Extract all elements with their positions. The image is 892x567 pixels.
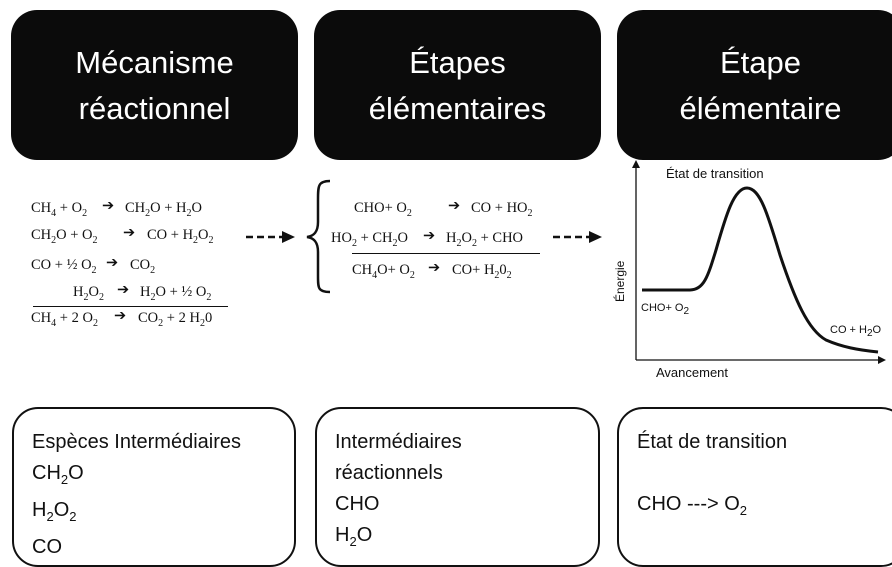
y-axis-label: Énergie bbox=[612, 260, 627, 302]
box-line: H2O bbox=[335, 524, 373, 549]
y-axis-arrow-icon bbox=[632, 160, 640, 168]
box-line: Espèces Intermédiaires bbox=[32, 431, 241, 453]
box-line: CO bbox=[32, 536, 62, 558]
step-total-rhs: CO+ H202 bbox=[452, 262, 512, 281]
mech-eq2-lhs: CH2O + O2 bbox=[31, 227, 98, 246]
box-transition-state: État de transition CHO ---> O2 bbox=[617, 407, 892, 567]
arrow-icon: ➔ bbox=[114, 308, 127, 324]
arrow-icon: ➔ bbox=[106, 255, 119, 271]
mech-eq4-rhs: H2O + ½ O2 bbox=[140, 284, 212, 303]
mech-total-rhs: CO2 + 2 H20 bbox=[138, 310, 213, 329]
mech-eq2-rhs: CO + H2O2 bbox=[147, 227, 214, 246]
box-line: Intermédiaires bbox=[335, 431, 462, 453]
mech-eq3-lhs: CO + ½ O2 bbox=[31, 257, 97, 276]
box-line: réactionnels bbox=[335, 462, 443, 484]
header-etapes: Étapes élémentaires bbox=[314, 10, 601, 160]
step-eq2-lhs: HO2 + CH2O bbox=[331, 230, 409, 249]
mech-eq3-rhs: CO2 bbox=[130, 257, 156, 276]
header-etape: Étape élémentaire bbox=[617, 10, 892, 160]
x-axis-arrow-icon bbox=[878, 356, 886, 364]
arrow-icon: ➔ bbox=[102, 198, 115, 214]
header-line-1: Mécanisme bbox=[75, 45, 234, 80]
steps-sum-line bbox=[352, 253, 540, 254]
energy-curve bbox=[642, 186, 879, 354]
mech-eq1-lhs: CH4 + O2 bbox=[31, 200, 88, 219]
step-eq1-lhs: CHO+ O2 bbox=[354, 200, 412, 219]
step-eq2-rhs: H2O2 + CHO bbox=[446, 230, 524, 249]
header-mecanisme: Mécanisme réactionnel bbox=[11, 10, 298, 160]
x-axis-label: Avancement bbox=[656, 365, 728, 380]
dashed-arrow-icon bbox=[553, 231, 602, 243]
mech-total-lhs: CH4 + 2 O2 bbox=[31, 310, 98, 329]
step-eq1-rhs: CO + HO2 bbox=[471, 200, 533, 219]
arrow-icon: ➔ bbox=[428, 260, 441, 276]
header-line-1: Étapes bbox=[409, 45, 506, 80]
box-line: CH2O bbox=[32, 462, 84, 487]
arrow-icon: ➔ bbox=[448, 198, 461, 214]
box-line: CHO bbox=[335, 493, 380, 515]
connectors bbox=[246, 179, 602, 294]
header-line-2: élémentaires bbox=[368, 91, 547, 126]
peak-label: État de transition bbox=[666, 166, 764, 181]
arrow-icon: ➔ bbox=[423, 228, 436, 244]
box-line bbox=[637, 458, 892, 489]
box-line: CHO ---> O2 bbox=[637, 493, 748, 518]
header-line-2: réactionnel bbox=[78, 91, 231, 126]
step-total-lhs: CH4O+ O2 bbox=[352, 262, 415, 281]
brace-icon bbox=[306, 179, 331, 294]
mech-sum-line bbox=[33, 306, 228, 307]
header-line-1: Étape bbox=[719, 45, 801, 80]
box-reaction-intermediates: Intermédiaires réactionnels CHO H2O bbox=[315, 407, 600, 567]
reactants-label: CHO+ O2 bbox=[641, 302, 690, 318]
box-line: H2O2 bbox=[32, 499, 77, 524]
energy-diagram: Énergie Avancement État de transition bbox=[612, 160, 886, 380]
mech-eq4-lhs: H2O2 bbox=[73, 284, 104, 303]
box-intermediate-species: Espèces Intermédiaires CH2O H2O2 CO bbox=[12, 407, 296, 567]
header-line-2: élémentaire bbox=[679, 91, 842, 126]
arrow-icon: ➔ bbox=[123, 225, 136, 241]
products-label: CO + H2O bbox=[830, 324, 882, 340]
dashed-arrow-icon bbox=[246, 231, 295, 243]
box-line: État de transition bbox=[637, 431, 788, 453]
mech-eq1-rhs: CH2O + H2O bbox=[125, 200, 203, 219]
arrow-icon: ➔ bbox=[117, 282, 130, 298]
